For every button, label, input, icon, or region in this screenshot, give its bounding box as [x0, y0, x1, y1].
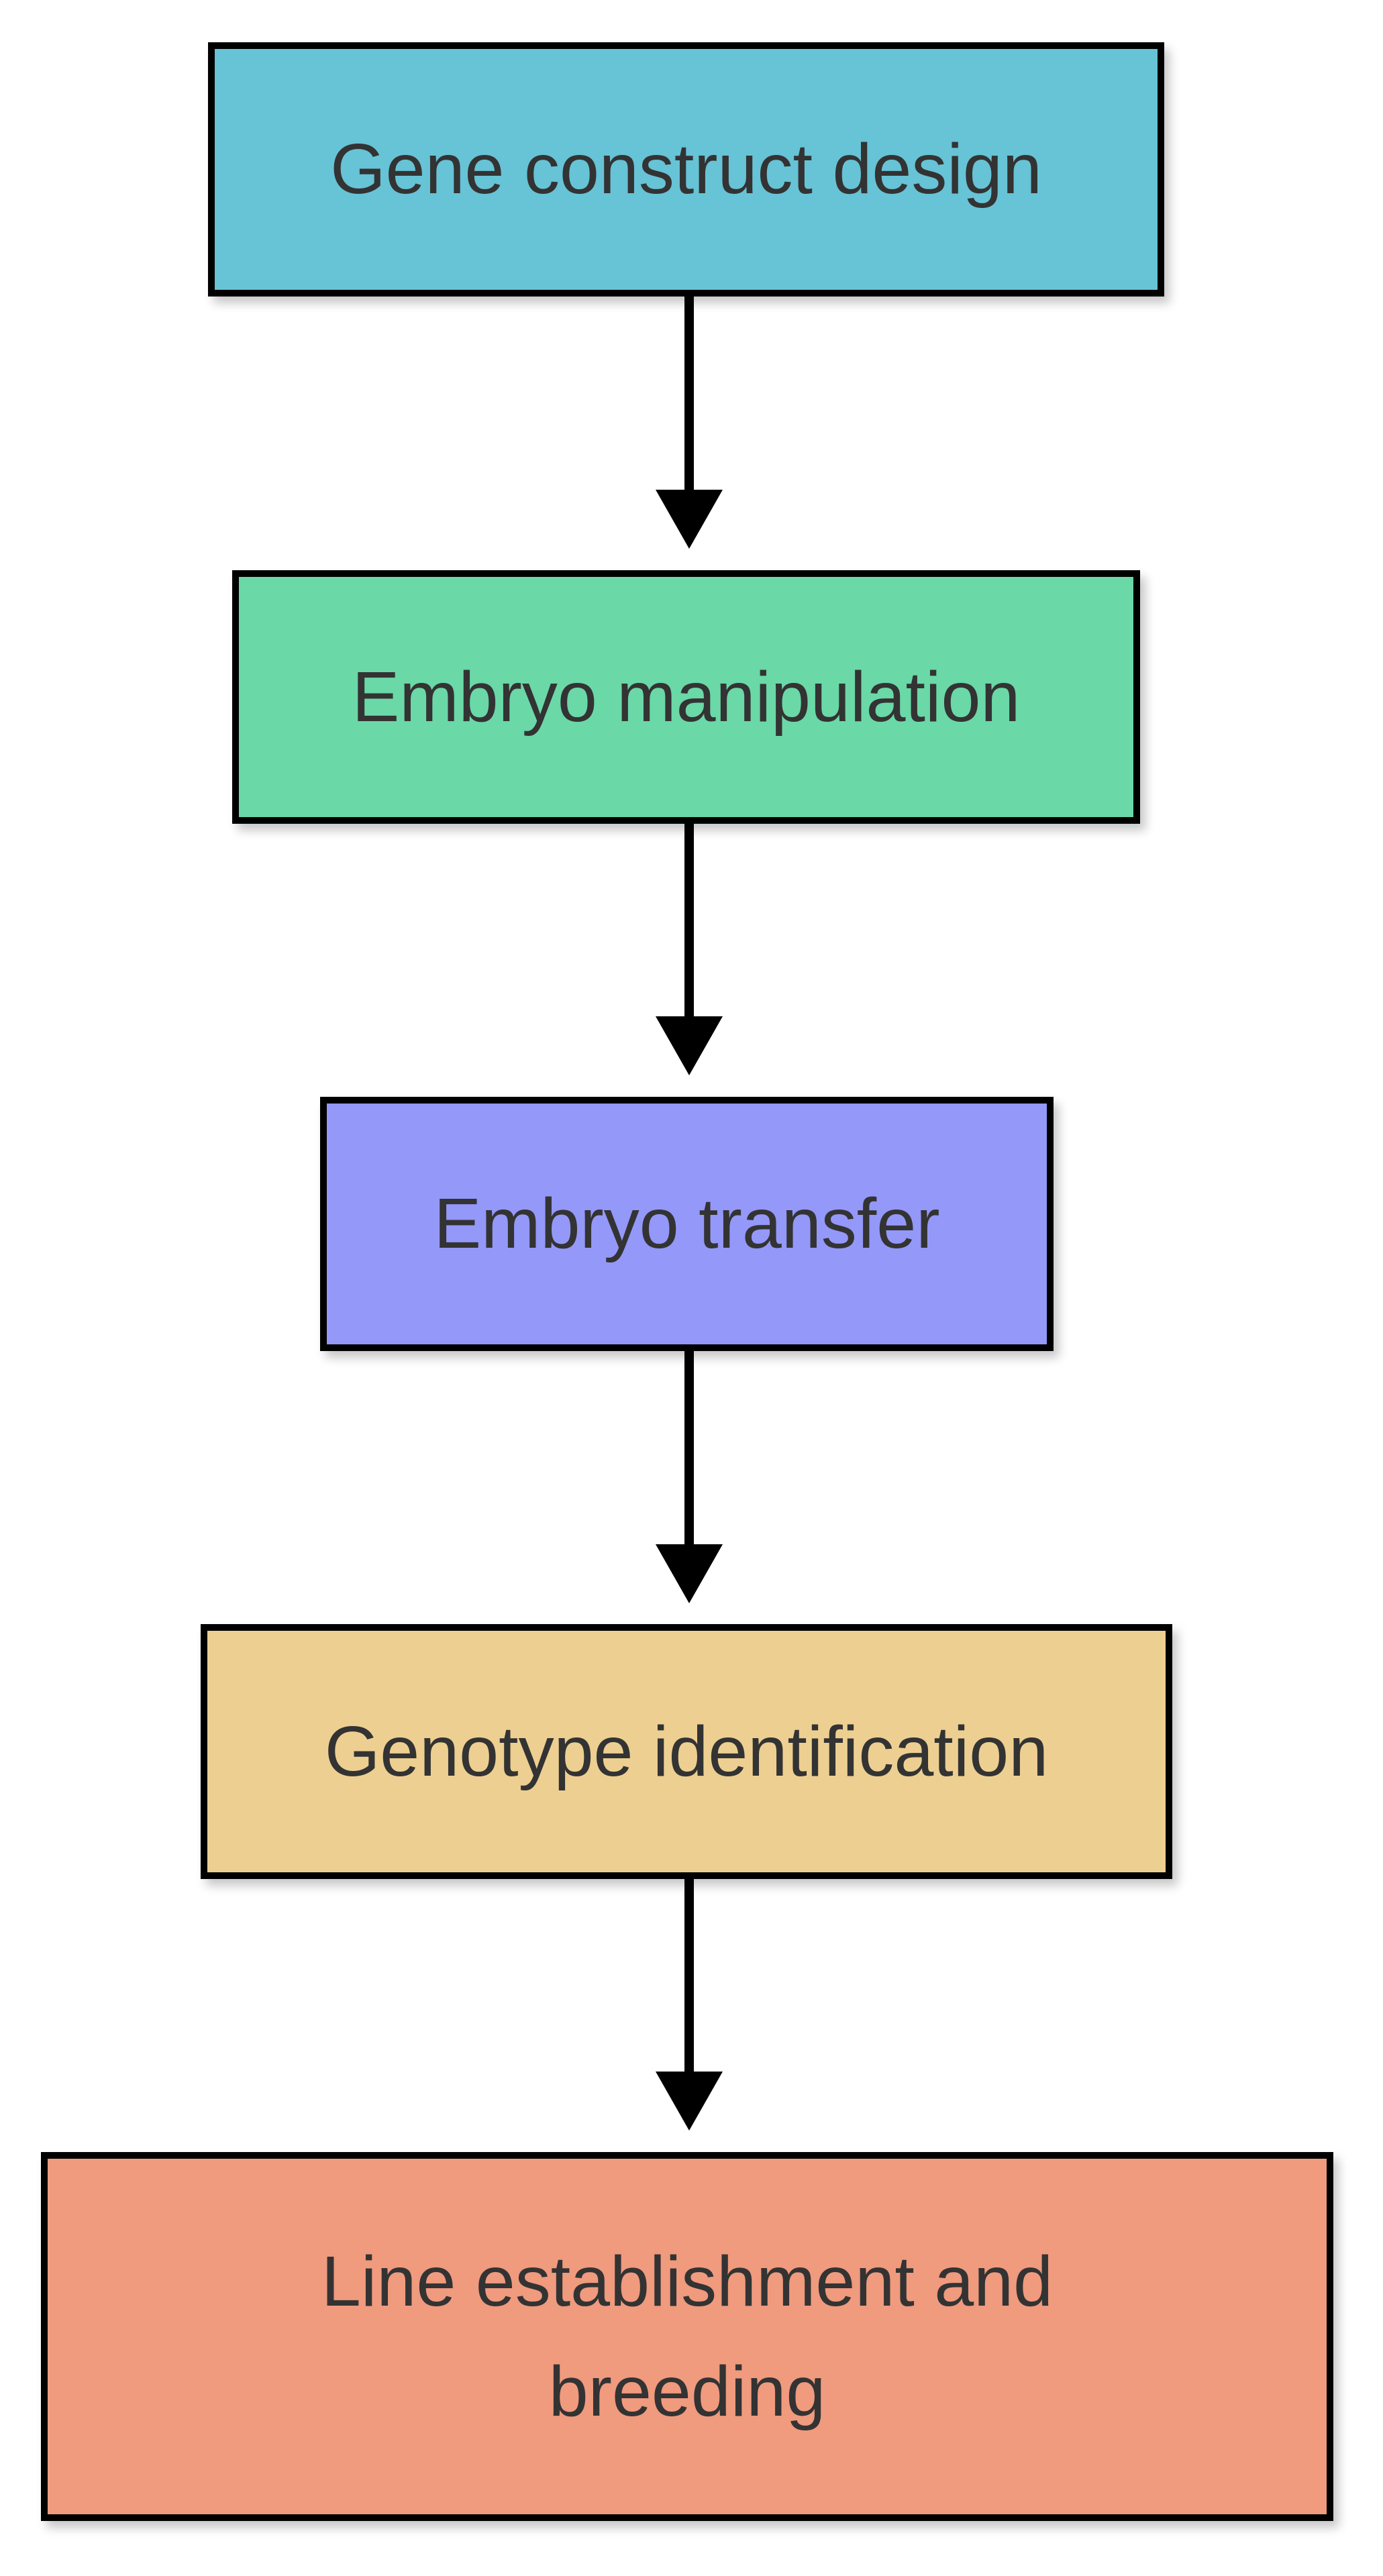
node-label: Embryo transfer	[433, 1184, 940, 1264]
node-line-establishment-and-breeding: Line establishment and breeding	[41, 2152, 1333, 2521]
node-genotype-identification: Genotype identification	[201, 1624, 1172, 1879]
node-gene-construct-design: Gene construct design	[208, 42, 1164, 297]
node-embryo-transfer: Embryo transfer	[320, 1097, 1054, 1351]
node-label: Genotype identification	[324, 1711, 1049, 1791]
node-label: Gene construct design	[330, 129, 1042, 209]
arrow-4	[656, 1879, 723, 2131]
node-label: Embryo manipulation	[352, 657, 1021, 737]
node-embryo-manipulation: Embryo manipulation	[232, 570, 1140, 824]
node-label: Line establishment and breeding	[321, 2241, 1054, 2431]
arrow-3	[656, 1351, 723, 1603]
arrow-2	[656, 824, 723, 1075]
arrow-1	[656, 297, 723, 549]
